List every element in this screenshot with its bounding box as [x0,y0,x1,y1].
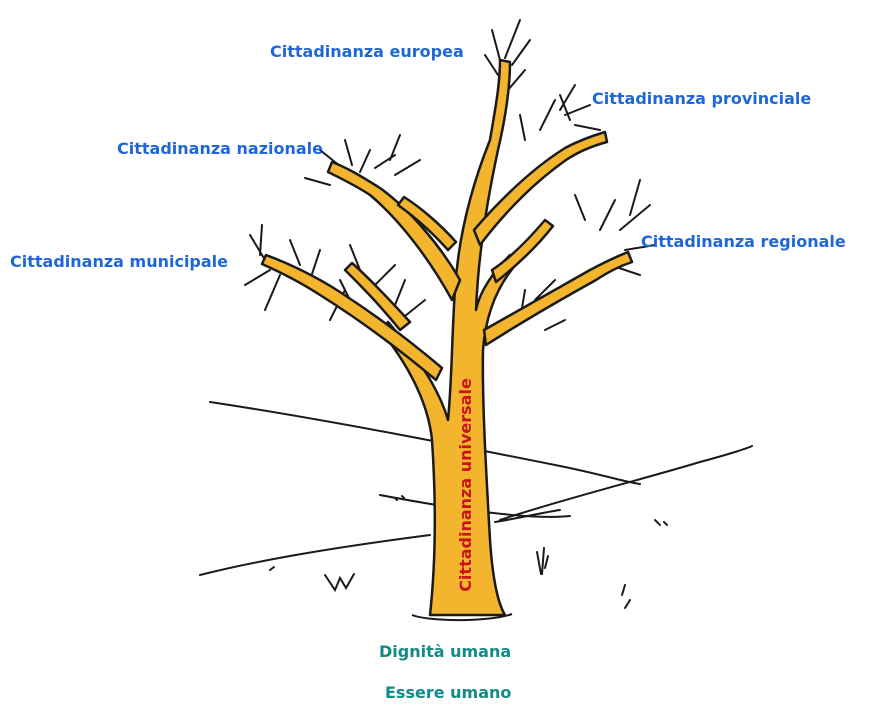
grass-tuft [270,567,274,570]
right-hill-line [500,446,752,520]
label-dignita-umana: Dignità umana [379,644,511,660]
grass-tuft [622,585,630,608]
tree-limb [492,220,553,282]
label-cittadinanza-universale: Cittadinanza universale [458,378,474,592]
grass-tuft [537,548,548,574]
grass-tuft [655,520,667,525]
grass-tuft [325,574,354,590]
label-cittadinanza-municipale: Cittadinanza municipale [10,254,228,270]
label-cittadinanza-nazionale: Cittadinanza nazionale [117,141,323,157]
label-cittadinanza-provinciale: Cittadinanza provinciale [592,91,811,107]
label-cittadinanza-regionale: Cittadinanza regionale [641,234,846,250]
front-ground-line [200,535,430,575]
back-hill-line [210,402,640,484]
label-cittadinanza-europea: Cittadinanza europea [270,44,464,60]
label-essere-umano: Essere umano [385,685,511,701]
